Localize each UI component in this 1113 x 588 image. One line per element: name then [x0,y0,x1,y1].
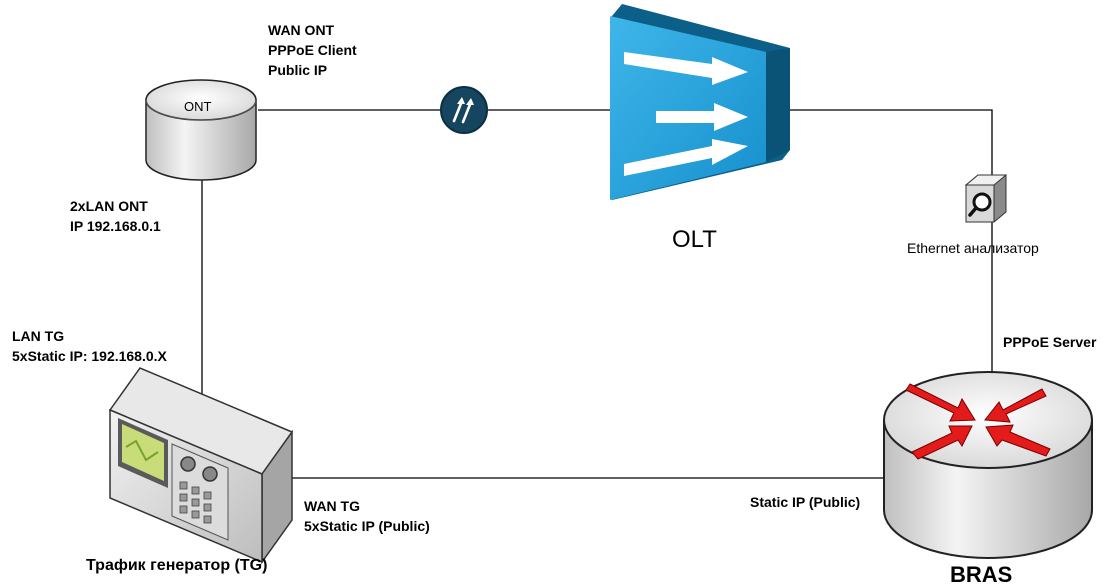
wan-ont-line-1: WAN ONT [268,22,335,38]
switch-arrows-icon [624,52,748,176]
lan-ont-line-2: IP 192.168.0.1 [70,218,161,234]
wan-ont-annotation: WAN ONT PPPoE Client Public IP [268,20,357,80]
wan-tg-annotation: WAN TG 5xStatic IP (Public) [304,496,430,536]
ont-device [145,79,257,181]
lan-tg-annotation: LAN TG 5xStatic IP: 192.168.0.X [12,326,167,366]
ont-label: ONT [184,99,212,114]
traffic-generator-device [108,367,294,565]
olt-device [610,4,790,200]
analyzer-label: Ethernet анализатор [907,240,1039,256]
bras-device [883,371,1093,559]
lan-ont-annotation: 2xLAN ONT IP 192.168.0.1 [70,196,161,236]
tg-label: Трафик генератор (TG) [86,557,268,574]
wan-tg-line-2: 5xStatic IP (Public) [304,518,430,534]
lan-tg-line-2: 5xStatic IP: 192.168.0.X [12,348,167,364]
bras-label: BRAS [950,562,1013,587]
link-olt-analyzer [790,109,993,178]
lan-tg-line-1: LAN TG [12,328,65,344]
wan-tg-line-1: WAN TG [304,498,360,514]
magnifier-icon [964,174,1008,223]
wan-ont-line-2: PPPoE Client [268,42,357,58]
bras-static-label: Static IP (Public) [750,494,861,510]
olt-label: OLT [672,226,717,253]
lan-ont-line-1: 2xLAN ONT [70,198,148,214]
wan-ont-line-3: Public IP [268,62,328,78]
optical-splitter-icon [440,86,488,134]
links [201,109,993,479]
router-arrows-icon [905,383,1051,460]
pppoe-server-label: PPPoE Server [1003,334,1097,350]
